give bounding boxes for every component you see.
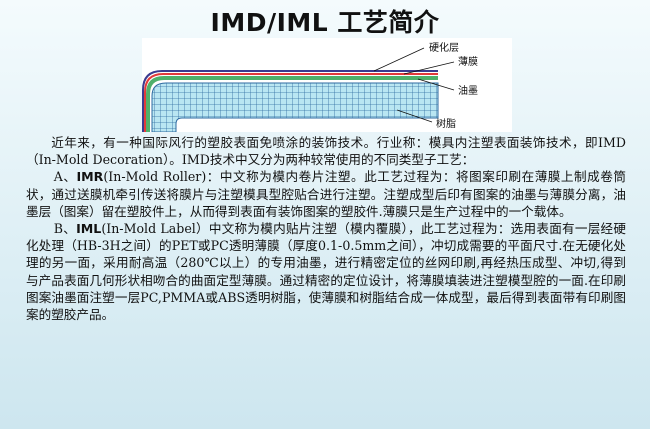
layer-diagram-svg: 硬化层 薄膜 油墨 树脂 bbox=[142, 41, 478, 132]
imr-text: (In-Mold Roller)：中文称为模内卷片注塑。此工艺过程为：将图案印刷… bbox=[26, 169, 626, 219]
leader-ink bbox=[417, 78, 455, 91]
body-text: 近年来，有一种国际风行的塑胶表面免喷涂的装饰技术。行业称：模具内注塑表面装饰技术… bbox=[26, 134, 626, 323]
ink-layer bbox=[146, 76, 438, 132]
iml-term: IML bbox=[76, 221, 102, 237]
film-layer bbox=[144, 73, 438, 132]
label-ink: 油墨 bbox=[458, 84, 478, 97]
leader-film bbox=[403, 61, 455, 75]
hardcoat-layer bbox=[142, 70, 438, 132]
leader-hardcoat bbox=[373, 47, 425, 72]
imr-term: IMR bbox=[76, 169, 104, 185]
label-resin: 树脂 bbox=[436, 117, 456, 130]
page-title: IMD/IML 工艺简介 bbox=[210, 8, 440, 37]
imr-prefix: A、 bbox=[53, 169, 77, 185]
iml-text: (In-Mold Label）中文称为模内贴片注塑（模内覆膜），此工艺过程为：选… bbox=[26, 221, 626, 323]
layer-structure-diagram: 硬化层 薄膜 油墨 树脂 bbox=[142, 38, 512, 132]
iml-prefix: B、 bbox=[53, 221, 77, 237]
iml-paragraph: B、IML(In-Mold Label）中文称为模内贴片注塑（模内覆膜），此工艺… bbox=[26, 220, 626, 323]
imr-paragraph: A、IMR(In-Mold Roller)：中文称为模内卷片注塑。此工艺过程为：… bbox=[26, 168, 626, 220]
label-film: 薄膜 bbox=[458, 55, 478, 68]
leader-resin bbox=[396, 109, 433, 123]
label-hardcoat: 硬化层 bbox=[429, 41, 459, 54]
intro-paragraph: 近年来，有一种国际风行的塑胶表面免喷涂的装饰技术。行业称：模具内注塑表面装饰技术… bbox=[26, 135, 626, 168]
resin-layer bbox=[151, 82, 439, 132]
